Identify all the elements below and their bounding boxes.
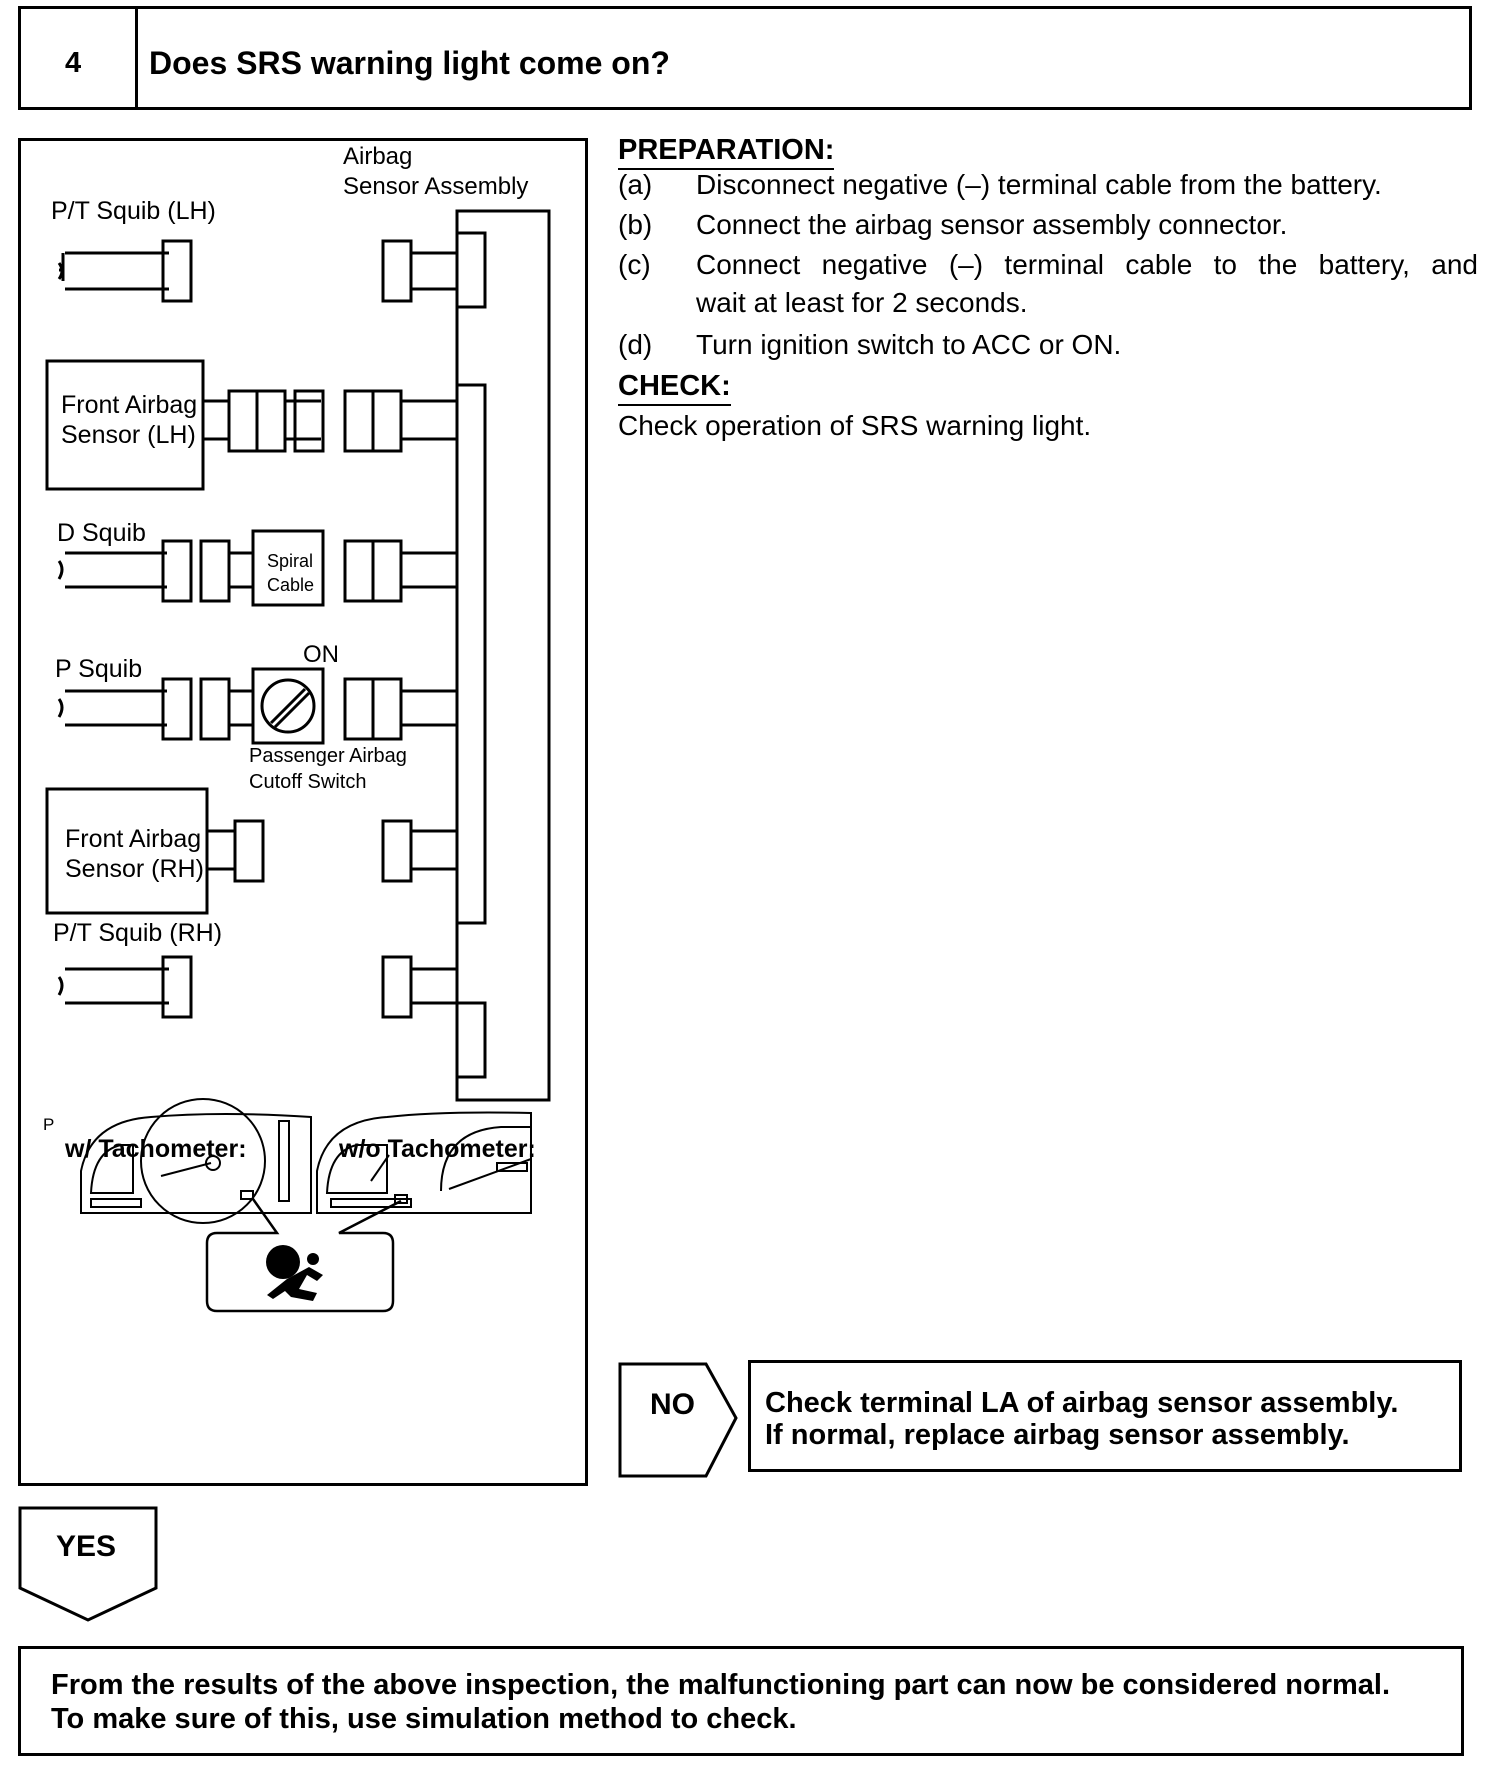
without-tach-label: w/o Tachometer: [339, 1135, 536, 1163]
preparation-title: PREPARATION: [618, 134, 835, 170]
p-squib-label: P Squib [55, 655, 143, 683]
with-tach-label: w/ Tachometer: [65, 1135, 247, 1163]
assembly-connector-3 [455, 1001, 487, 1079]
front-sensor-lh-label-1: Front Airbag [61, 391, 198, 419]
assembly-label-line1: Airbag [343, 143, 413, 170]
no-label: NO [650, 1388, 695, 1421]
prep-step-c: (c) Connect negative (–) terminal cable … [618, 249, 1478, 318]
step-number: 4 [65, 47, 82, 79]
front-sensor-lh-label-2: Sensor (LH) [61, 421, 196, 449]
front-sensor-rh-label-1: Front Airbag [65, 825, 202, 853]
spiral-cable-label-1: Spiral [267, 551, 314, 571]
step-header: 4 Does SRS warning light come on? [18, 6, 1472, 110]
prep-step-d: (d)Turn ignition switch to ACC or ON. [618, 329, 1122, 360]
step-question: Does SRS warning light come on? [149, 45, 670, 81]
conclusion-line2: To make sure of this, use simulation met… [51, 1703, 797, 1735]
cutoff-switch-label-1: Passenger Airbag [249, 745, 407, 767]
front-sensor-rh-box [45, 787, 209, 915]
srs-warning-symbol-icon [266, 1245, 323, 1301]
assembly-connector-1 [455, 231, 487, 309]
wiring-diagram-panel: Airbag Sensor Assembly P/T Squib (LH) Fr… [18, 138, 588, 1486]
front-sensor-lh-box [45, 359, 205, 491]
pt-squib-lh-connector [161, 239, 193, 303]
warning-light-callout [205, 1198, 402, 1313]
spiral-cable-label-2: Cable [267, 575, 315, 595]
prep-step-a: (a)Disconnect negative (–) terminal cabl… [618, 169, 1382, 200]
yes-arrow [18, 1506, 158, 1622]
conclusion-line1: From the results of the above inspection… [51, 1669, 1391, 1701]
pt-squib-lh-harness [57, 251, 169, 291]
assembly-connector-2 [455, 383, 487, 925]
yes-label: YES [56, 1530, 117, 1563]
cutoff-switch-label-2: Cutoff Switch [249, 771, 367, 793]
no-action-line1: Check terminal LA of airbag sensor assem… [765, 1387, 1399, 1419]
on-label: ON [303, 641, 339, 668]
no-action-box: Check terminal LA of airbag sensor assem… [748, 1360, 1462, 1472]
airbag-sensor-assembly-body [455, 209, 551, 1102]
assembly-lh-plug [381, 239, 413, 303]
conclusion-box: From the results of the above inspection… [18, 1646, 1464, 1756]
check-text: Check operation of SRS warning light. [618, 410, 1092, 441]
figure-mark: P [43, 1115, 55, 1134]
check-title: CHECK: [618, 370, 731, 406]
assembly-label-line2: Sensor Assembly [343, 173, 529, 200]
pt-squib-lh-label: P/T Squib (LH) [51, 197, 216, 225]
cluster-without-tach [316, 1111, 532, 1214]
front-sensor-rh-label-2: Sensor (RH) [65, 855, 204, 883]
cluster-with-tach [80, 1098, 312, 1224]
no-action-line2: If normal, replace airbag sensor assembl… [765, 1419, 1350, 1451]
front-sensor-lh-plug [255, 389, 287, 453]
prep-step-b: (b)Connect the airbag sensor assembly co… [618, 209, 1288, 240]
d-squib-label: D Squib [57, 519, 146, 547]
no-arrow [618, 1362, 738, 1478]
cutoff-switch-knob [260, 678, 316, 734]
spiral-cable-box [251, 529, 325, 607]
pt-squib-rh-label: P/T Squib (RH) [53, 919, 223, 947]
cutoff-switch-box [251, 667, 325, 745]
step-number-cell: 4 [21, 9, 138, 107]
wiring-diagram [45, 209, 551, 1313]
